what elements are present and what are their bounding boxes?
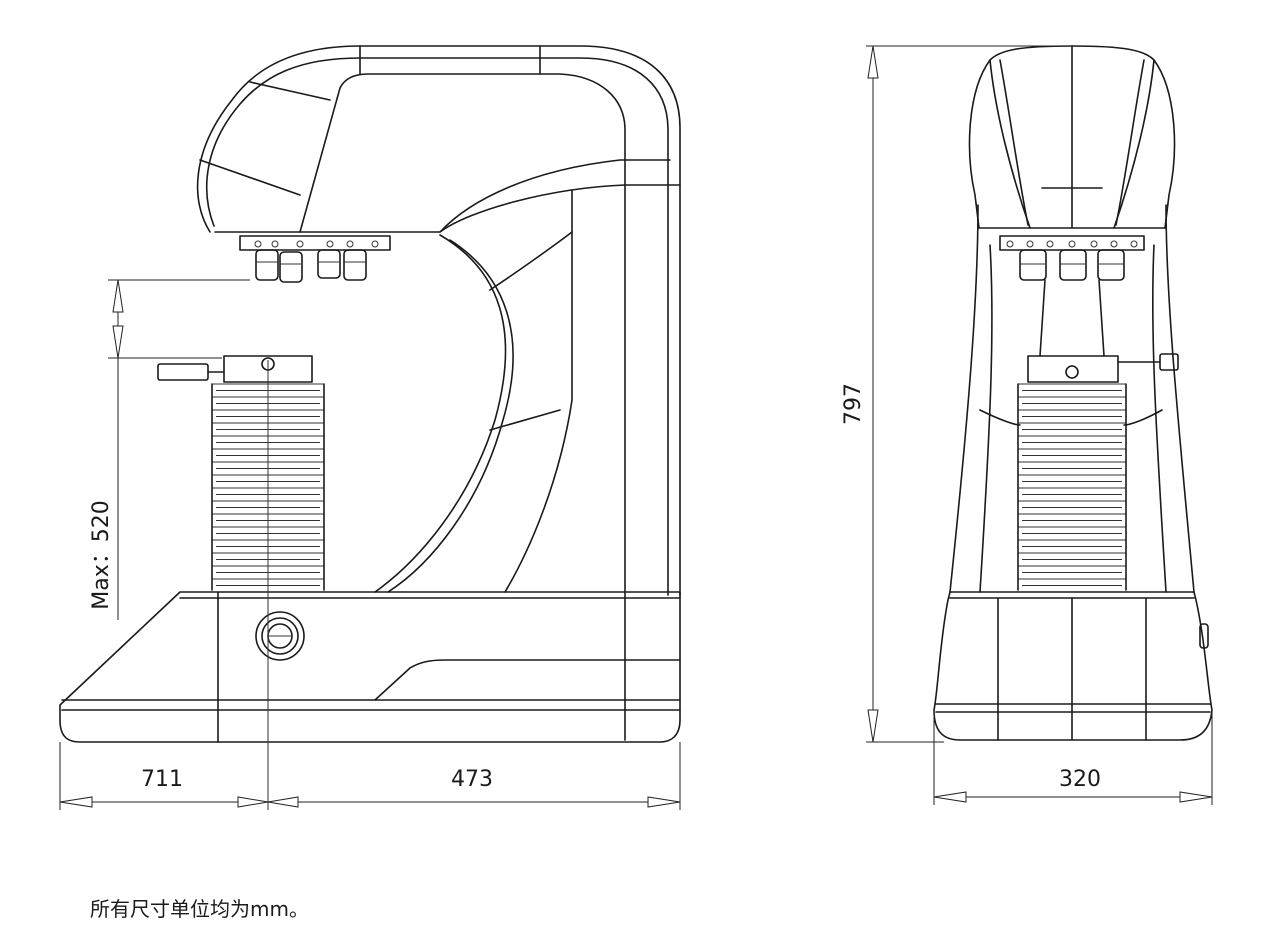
dim-label-320: 320 — [1059, 767, 1101, 792]
units-footnote: 所有尺寸单位均为mm。 — [90, 897, 309, 921]
side-view-turret — [239, 235, 391, 283]
dim-label-473: 473 — [451, 767, 493, 792]
front-view-head — [968, 45, 1176, 229]
front-view — [933, 45, 1213, 741]
dim-label-711: 711 — [141, 767, 183, 792]
side-view-base — [59, 360, 681, 810]
front-view-stage — [1017, 353, 1179, 591]
dim-arrow-left — [59, 796, 93, 808]
side-view-stage — [157, 355, 325, 591]
side-view-bellows — [211, 383, 325, 591]
front-view-turret — [999, 235, 1145, 281]
dim-arrow-mid-left — [237, 796, 269, 808]
side-view — [59, 45, 681, 810]
front-view-base — [933, 591, 1213, 741]
side-view-column — [374, 189, 573, 593]
dim-arrow-mid-right — [267, 796, 299, 808]
side-view-dimensions: 711 473 Max：520 — [59, 279, 681, 810]
dim-label-797: 797 — [841, 383, 866, 425]
dim-arrow-right — [647, 796, 681, 808]
side-view-head — [196, 45, 681, 741]
front-view-dimensions: 797 320 — [841, 45, 1213, 805]
dim-label-max-520: Max：520 — [89, 500, 114, 609]
front-view-bellows — [1017, 383, 1127, 591]
